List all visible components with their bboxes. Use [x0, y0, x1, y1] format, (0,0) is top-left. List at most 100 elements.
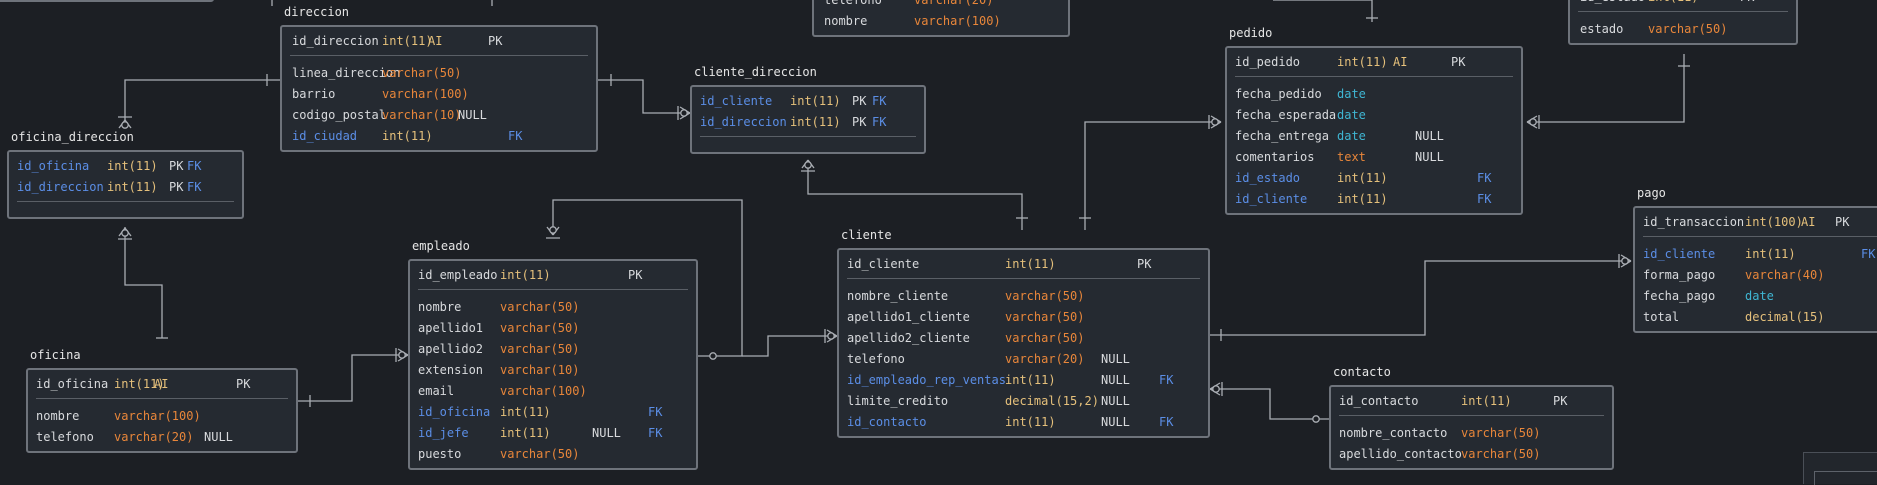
column-name: id_ciudad — [292, 129, 358, 143]
column-name: id_oficina — [36, 377, 109, 391]
table-partial-top-left[interactable] — [0, 0, 214, 2]
column-name: id_empleado_rep_ventas — [847, 373, 1006, 387]
connector-cliente-pedido — [1084, 121, 1221, 230]
column-name: id_direccion — [292, 34, 379, 48]
column-type: date — [1745, 289, 1774, 303]
column-type: int(11) — [1005, 373, 1056, 387]
connector-direccion-cliente-direccion — [598, 79, 690, 114]
column-name: nombre_contacto — [1339, 426, 1448, 440]
connector-oficina-empleado — [298, 354, 408, 402]
table-title: oficina_direccion — [11, 130, 134, 144]
column-type: varchar(50) — [1005, 310, 1085, 324]
minimap-viewport[interactable] — [1814, 471, 1877, 485]
column-name: nombre_cliente — [847, 289, 949, 303]
column-name: apellido2 — [418, 342, 484, 356]
minimap[interactable] — [1803, 452, 1877, 485]
primary-key-flag: PK — [1740, 0, 1754, 8]
column-name: barrio — [292, 87, 336, 101]
connector-empleado-self — [552, 199, 743, 357]
column-name: id_oficina — [17, 159, 90, 173]
column-type: varchar(20) — [1005, 352, 1085, 366]
foreign-key-flag: FK — [1477, 192, 1492, 206]
connector-offscreen-top — [271, 0, 493, 6]
auto-increment-flag: AI — [428, 34, 443, 48]
connector-oficina-direccion-oficina — [124, 227, 163, 338]
column-name: id_estado — [1235, 171, 1301, 185]
column-type: decimal(15,2) — [1005, 394, 1099, 408]
auto-increment-flag: AI — [1393, 55, 1408, 69]
column-type: int(11) — [790, 94, 841, 108]
column-name: id_cliente — [1235, 192, 1308, 206]
column-name: nombre — [36, 409, 80, 423]
column-type: varchar(50) — [1461, 447, 1541, 461]
column-name: nombre — [418, 300, 462, 314]
foreign-key-flag: FK — [1477, 171, 1492, 185]
column-type: varchar(10) — [382, 108, 462, 122]
foreign-key-flag: FK — [187, 180, 202, 194]
column-name: estado — [1580, 22, 1624, 36]
nullable-flag: NULL — [1415, 129, 1444, 143]
column-type: date — [1337, 87, 1366, 101]
column-name: total — [1643, 310, 1680, 324]
